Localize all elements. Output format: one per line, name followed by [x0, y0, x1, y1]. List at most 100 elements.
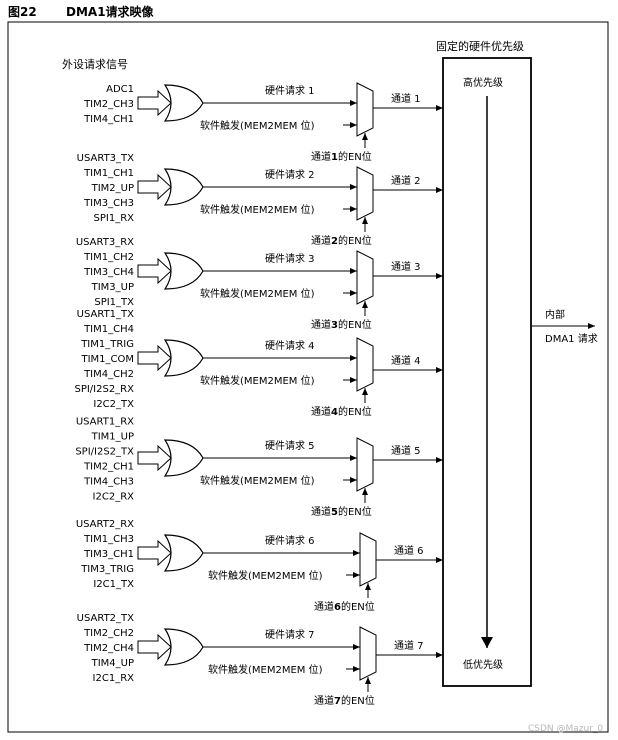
- multiplexer-icon: [356, 82, 374, 137]
- peripheral-signal-label: USART2_RX: [76, 519, 134, 530]
- peripheral-signal-label: USART3_TX: [77, 153, 134, 164]
- peripheral-signal-label: TIM1_CH2: [83, 252, 134, 263]
- input-arrow-icon: [137, 257, 172, 285]
- peripheral-signal-label: I2C1_TX: [93, 579, 134, 590]
- multiplexer-icon: [356, 250, 374, 305]
- hardware-request-label: 硬件请求 2: [265, 168, 315, 181]
- peripheral-signal-label: TIM1_CH3: [83, 534, 134, 545]
- peripheral-signal-label: TIM3_CH1: [83, 549, 134, 560]
- software-trigger-label: 软件触发(MEM2MEM 位): [200, 474, 315, 487]
- peripheral-signal-label: SPI/I2S2_RX: [74, 384, 134, 395]
- peripheral-signal-label: TIM2_CH2: [83, 628, 134, 639]
- channel-output-label: 通道 5: [391, 444, 421, 457]
- peripheral-signal-label: USART2_TX: [77, 613, 134, 624]
- peripheral-signal-label: TIM3_TRIG: [80, 564, 134, 575]
- multiplexer-icon: [356, 166, 374, 221]
- high-priority-label: 高优先级: [463, 76, 503, 89]
- peripheral-signal-label: I2C2_TX: [93, 399, 134, 410]
- enable-bit-label: 通道1的EN位: [311, 150, 372, 163]
- channel-5: USART1_RX TIM1_UP SPI/I2S2_TX TIM2_CH1TIM4_…: [75, 417, 443, 518]
- or-gate-icon: [163, 84, 204, 122]
- input-arrow-icon: [137, 89, 172, 117]
- fixed-priority-label: 固定的硬件优先级: [436, 39, 524, 53]
- peripheral-signal-label: USART1_RX: [76, 417, 134, 428]
- peripheral-signal-label: TIM3_UP: [91, 282, 134, 293]
- or-gate-icon: [163, 628, 204, 666]
- hardware-request-label: 硬件请求 5: [265, 439, 315, 452]
- peripheral-signal-label: SPI/I2S2_TX: [75, 447, 134, 458]
- peripheral-signal-label: I2C1_RX: [93, 673, 135, 684]
- enable-bit-label: 通道7的EN位: [314, 694, 375, 707]
- peripheral-signal-label: TIM1_UP: [91, 432, 134, 443]
- peripheral-signal-label: TIM2_CH1: [83, 462, 134, 473]
- hardware-request-label: 硬件请求 6: [265, 534, 315, 547]
- or-gate-icon: [163, 168, 204, 206]
- software-trigger-label: 软件触发(MEM2MEM 位): [200, 287, 315, 300]
- peripheral-signal-label: TIM4_CH2: [83, 369, 134, 380]
- output-label-1: 内部: [545, 308, 565, 321]
- low-priority-label: 低优先级: [463, 658, 503, 671]
- channel-output-label: 通道 7: [394, 639, 424, 652]
- enable-bit-label: 通道6的EN位: [314, 600, 375, 613]
- peripheral-signal-label: USART1_TX: [77, 309, 134, 320]
- enable-bit-label: 通道4的EN位: [311, 405, 372, 418]
- input-arrow-icon: [137, 173, 172, 201]
- enable-bit-label: 通道5的EN位: [311, 505, 372, 518]
- peripheral-signal-label: SPI1_TX: [94, 297, 134, 308]
- peripheral-signal-label: TIM4_UP: [91, 658, 134, 669]
- peripheral-signal-label: TIM1_CH1: [83, 168, 134, 179]
- or-gate-icon: [163, 439, 204, 477]
- figure-title: DMA1请求映像: [66, 4, 155, 19]
- peripheral-signal-label: TIM3_CH4: [83, 267, 134, 278]
- priority-box: [442, 57, 532, 687]
- outer-frame: [7, 21, 609, 733]
- software-trigger-label: 软件触发(MEM2MEM 位): [200, 119, 315, 132]
- channel-output-label: 通道 4: [391, 354, 421, 367]
- enable-bit-label: 通道2的EN位: [311, 234, 372, 247]
- peripheral-signal-label: TIM1_CH4: [83, 324, 134, 335]
- peripheral-signal-label: ADC1: [106, 84, 134, 95]
- software-trigger-label: 软件触发(MEM2MEM 位): [200, 203, 315, 216]
- hardware-request-label: 硬件请求 3: [265, 252, 315, 265]
- multiplexer-icon: [356, 437, 374, 492]
- or-gate-icon: [163, 252, 204, 290]
- hardware-request-label: 硬件请求 4: [265, 339, 315, 352]
- watermark: CSDN @Mazur_0: [528, 724, 603, 734]
- peripheral-signal-label: TIM2_UP: [91, 183, 134, 194]
- channel-output-label: 通道 2: [391, 174, 421, 187]
- peripheral-signal-label: TIM2_CH4: [83, 643, 134, 654]
- input-arrow-icon: [137, 539, 172, 567]
- peripheral-signal-label: TIM1_TRIG: [80, 339, 134, 350]
- figure-number: 图22: [8, 5, 37, 19]
- peripheral-signal-label: SPI1_RX: [94, 213, 135, 224]
- channel-output-label: 通道 1: [391, 92, 421, 105]
- channel-output-label: 通道 6: [394, 544, 424, 557]
- software-trigger-label: 软件触发(MEM2MEM 位): [208, 569, 323, 582]
- peripheral-signal-label: TIM4_CH1: [83, 114, 134, 125]
- input-arrow-icon: [137, 444, 172, 472]
- peripheral-signals-label: 外设请求信号: [62, 58, 128, 71]
- input-arrow-icon: [137, 344, 172, 372]
- hardware-request-label: 硬件请求 7: [265, 628, 315, 641]
- peripheral-signal-label: USART3_RX: [76, 237, 134, 248]
- input-arrow-icon: [137, 633, 172, 661]
- output-label-2: DMA1 请求: [545, 332, 598, 345]
- multiplexer-icon: [359, 626, 377, 681]
- software-trigger-label: 软件触发(MEM2MEM 位): [200, 374, 315, 387]
- peripheral-signal-label: TIM4_CH3: [83, 477, 134, 488]
- peripheral-signal-label: I2C2_RX: [93, 492, 135, 503]
- multiplexer-icon: [359, 532, 377, 587]
- enable-bit-label: 通道3的EN位: [311, 318, 372, 331]
- or-gate-icon: [163, 339, 204, 377]
- multiplexer-icon: [356, 337, 374, 392]
- peripheral-signal-label: TIM3_CH3: [83, 198, 134, 209]
- peripheral-signal-label: TIM1_COM: [80, 354, 134, 365]
